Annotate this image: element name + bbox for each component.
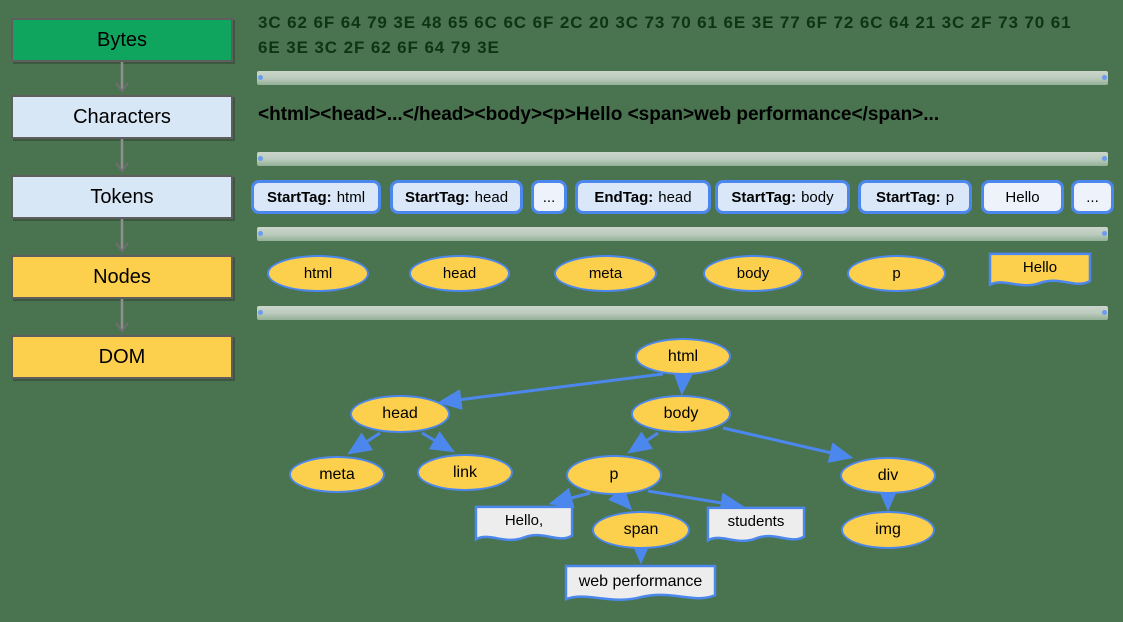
tree-node-label: students	[727, 513, 785, 530]
document-shape	[474, 505, 574, 547]
token-value: html	[336, 188, 366, 206]
tree-node-p: p	[566, 455, 662, 495]
tree-node-webperformance-text: web performance	[563, 564, 718, 607]
token-hello: Hello	[981, 180, 1064, 214]
token-type-label: EndTag:	[594, 188, 654, 206]
flow-step-dom: DOM	[11, 335, 233, 379]
token-value: p	[945, 188, 955, 206]
edge-p-students	[647, 489, 745, 514]
characters-markup-text: <html><head>...</head><body><p>Hello <sp…	[258, 104, 940, 125]
dom-tree: html head body meta link p div Hello, sp…	[0, 330, 1123, 622]
node-hello-text: Hello	[988, 252, 1092, 292]
divider-end-dot	[258, 310, 263, 315]
token-value: head	[474, 188, 509, 206]
document-shape	[563, 564, 718, 607]
flow-step-tokens: Tokens	[11, 175, 233, 219]
flow-step-characters: Characters	[11, 95, 233, 139]
tree-node-meta: meta	[289, 456, 385, 493]
down-arrow-icon	[112, 299, 132, 333]
edge-html-head	[437, 372, 664, 410]
node-p: p	[847, 255, 946, 292]
token-value: ...	[542, 188, 556, 206]
bytes-hex-line-2: 6E 3E 3C 2F 62 6F 64 79 3E	[258, 38, 500, 57]
section-divider	[257, 71, 1108, 85]
down-arrow-icon	[112, 139, 132, 173]
bytes-hex-line-1: 3C 62 6F 64 79 3E 48 65 6C 6C 6F 2C 20 3…	[258, 13, 1072, 32]
tree-node-div: div	[840, 457, 936, 494]
token-type-label: StartTag:	[875, 188, 941, 206]
token-starttag-body: StartTag:body	[715, 180, 850, 214]
token-starttag-html: StartTag:html	[251, 180, 381, 214]
token-endtag-head: EndTag:head	[575, 180, 711, 214]
section-divider	[257, 227, 1108, 241]
token-type-label: StartTag:	[731, 188, 797, 206]
document-shape	[988, 252, 1092, 292]
edge-head-link	[421, 431, 455, 453]
tree-node-html: html	[635, 338, 731, 375]
node-meta: meta	[554, 255, 657, 292]
tree-node-span: span	[592, 511, 690, 549]
edge-p-hello	[548, 487, 591, 509]
node-html: html	[267, 255, 369, 292]
edge-p-span	[608, 485, 633, 511]
edge-body-p	[627, 431, 659, 454]
divider-end-dot	[1102, 231, 1107, 236]
token-value: body	[801, 188, 834, 206]
section-divider	[257, 152, 1108, 166]
token-starttag-head: StartTag:head	[390, 180, 523, 214]
section-divider	[257, 306, 1108, 320]
node-label: Hello	[1022, 259, 1058, 276]
token-ellipsis: ...	[1071, 180, 1114, 214]
tree-node-label: Hello,	[504, 512, 544, 529]
token-value: head	[658, 188, 692, 206]
divider-end-dot	[1102, 156, 1107, 161]
tree-node-body: body	[631, 395, 731, 433]
divider-end-dot	[258, 231, 263, 236]
edge-body-div	[722, 426, 854, 463]
down-arrow-icon	[112, 219, 132, 253]
divider-end-dot	[258, 75, 263, 80]
divider-end-dot	[258, 156, 263, 161]
tree-node-img: img	[841, 511, 935, 549]
tree-node-students-text: students	[706, 506, 806, 548]
edge-head-meta	[347, 431, 381, 455]
token-type-label: StartTag:	[266, 188, 332, 206]
token-value: ...	[1086, 188, 1099, 206]
token-ellipsis: ...	[531, 180, 567, 214]
tree-edges	[347, 370, 899, 565]
divider-end-dot	[1102, 75, 1107, 80]
down-arrow-icon	[112, 62, 132, 95]
flow-step-nodes: Nodes	[11, 255, 233, 299]
node-head: head	[409, 255, 510, 292]
tree-node-link: link	[417, 454, 513, 491]
token-starttag-p: StartTag:p	[858, 180, 972, 214]
node-body: body	[703, 255, 803, 292]
tree-node-hello-text: Hello,	[474, 505, 574, 547]
edge-html-body	[672, 370, 694, 396]
tree-node-label: web performance	[578, 573, 703, 590]
divider-end-dot	[1102, 310, 1107, 315]
tree-node-head: head	[350, 395, 450, 433]
token-value: Hello	[1005, 188, 1040, 206]
flow-step-bytes: Bytes	[11, 18, 233, 62]
token-type-label: StartTag:	[404, 188, 470, 206]
document-shape	[706, 506, 806, 548]
